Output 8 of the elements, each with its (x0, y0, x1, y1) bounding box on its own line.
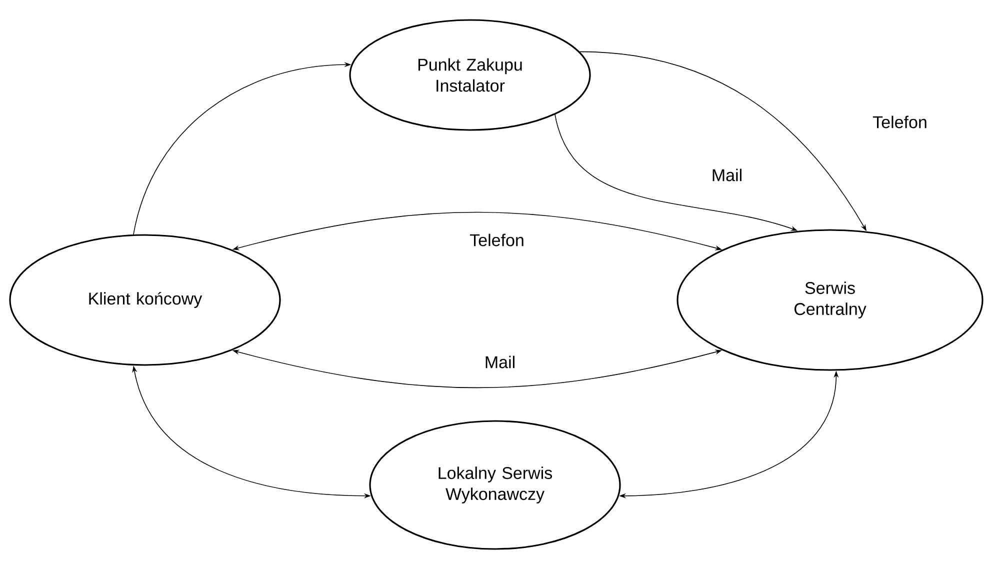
ellipse-node: Punkt Zakupu Instalator (349, 19, 591, 131)
edge-label: Mail (709, 166, 745, 184)
ellipse-node: Lokalny Serwis Wykonawczy (369, 420, 621, 550)
ellipse-node: Serwis Centralny (676, 229, 984, 371)
edge-label: Telefon (468, 232, 526, 248)
edge-label: Telefon (870, 114, 930, 130)
edge-label: Mail (482, 354, 518, 370)
ellipse-node: Klient końcowy (9, 234, 281, 366)
